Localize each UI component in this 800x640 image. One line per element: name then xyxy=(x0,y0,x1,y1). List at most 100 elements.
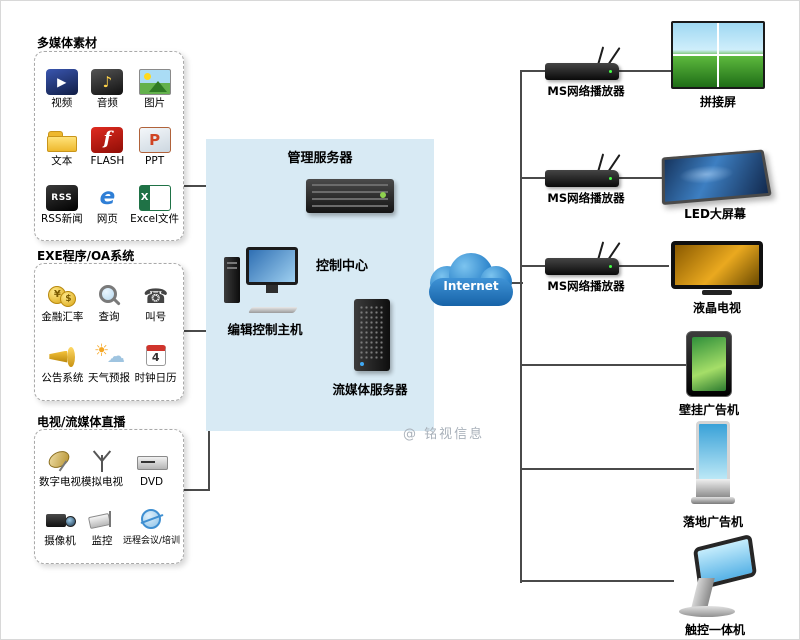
cctv-icon xyxy=(86,507,118,533)
item-dvd: DVD xyxy=(123,438,180,498)
announcement-megaphone-icon xyxy=(46,344,78,370)
video-wall-icon xyxy=(671,21,765,89)
desktop-tower xyxy=(224,257,240,303)
internet-label: Internet xyxy=(443,279,499,293)
item-label: FLASH xyxy=(90,155,125,167)
network-player-label: MS网络播放器 xyxy=(547,191,625,205)
rss-icon xyxy=(45,185,78,211)
device-label: 壁挂广告机 xyxy=(678,403,739,417)
device-wall-mounted-display: 壁挂广告机 xyxy=(669,331,749,418)
item-digital-tv: 数字电视 xyxy=(39,438,81,498)
item-label: 图片 xyxy=(144,97,166,109)
item-label: RSS新闻 xyxy=(40,213,83,225)
device-video-wall: 拼接屏 xyxy=(669,21,767,110)
network-player-icon xyxy=(541,44,631,80)
item-label: 监控 xyxy=(91,535,113,548)
item-label: 数字电视 xyxy=(39,475,81,488)
control-center-label: 控制中心 xyxy=(316,259,369,274)
item-label: 文本 xyxy=(51,155,73,167)
connector-line xyxy=(522,177,545,179)
flash-icon xyxy=(91,127,124,153)
connector-line xyxy=(522,468,694,470)
item-label: 摄像机 xyxy=(44,535,76,548)
item-label: 查询 xyxy=(98,310,120,323)
device-led-screen: LED大屏幕 xyxy=(659,147,772,222)
item-webpage: 网页 xyxy=(85,176,131,234)
connector-line xyxy=(182,185,206,187)
player-box xyxy=(545,63,619,80)
network-player-icon xyxy=(541,151,631,187)
item-label: PPT xyxy=(145,155,165,167)
item-label: 网页 xyxy=(96,213,118,225)
item-label: Excel文件 xyxy=(130,213,179,225)
weather-icon xyxy=(93,341,125,370)
watermark: @ 铭视信息 xyxy=(403,427,485,442)
player-box xyxy=(545,170,619,187)
item-label: 时钟日历 xyxy=(134,371,177,384)
device-label: 落地广告机 xyxy=(682,515,743,529)
item-video: 视频 xyxy=(39,60,85,118)
exe-oa-box: 金融汇率 查询 叫号 公告系统 天气预报 时钟日历 xyxy=(34,263,184,401)
audio-icon xyxy=(91,69,124,95)
connector-line xyxy=(182,330,206,332)
wall-mounted-display-icon xyxy=(686,331,732,397)
item-announcement-system: 公告系统 xyxy=(39,333,86,394)
kiosk-screen xyxy=(696,421,730,479)
tv-streaming-grid: 数字电视 模拟电视 DVD 摄像机 监控 远程会议/培训 xyxy=(39,438,180,558)
connector-line xyxy=(522,265,545,267)
desktop-keyboard xyxy=(247,307,299,313)
item-clock-calendar: 时钟日历 xyxy=(132,333,179,394)
connector-line xyxy=(522,364,687,366)
item-label: 公告系统 xyxy=(41,371,84,384)
network-player-label: MS网络播放器 xyxy=(547,279,625,293)
clock-calendar-icon xyxy=(140,344,172,370)
item-label: 模拟电视 xyxy=(81,475,123,488)
device-label: 拼接屏 xyxy=(699,95,736,109)
lcd-tv-icon xyxy=(671,241,763,295)
connector-line xyxy=(617,265,669,267)
picture-icon xyxy=(138,69,171,95)
antenna-icon xyxy=(86,448,118,474)
item-label: 视频 xyxy=(51,97,73,109)
item-finance-rates: 金融汇率 xyxy=(39,272,86,333)
device-touch-kiosk: 触控一体机 xyxy=(665,533,765,638)
item-excel: Excel文件 xyxy=(130,176,179,234)
kiosk-base xyxy=(679,606,735,617)
player-box xyxy=(545,258,619,275)
management-server-icon xyxy=(306,179,394,213)
edit-control-host-label: 编辑控制主机 xyxy=(227,322,303,337)
control-center-panel: 管理服务器 编辑控制主机 控制中心 流媒体服务器 xyxy=(206,139,434,431)
item-ppt: PPT xyxy=(130,118,179,176)
item-label: 远程会议/培训 xyxy=(123,536,181,547)
streaming-server-label: 流媒体服务器 xyxy=(332,382,408,397)
item-remote-conference: 远程会议/培训 xyxy=(123,498,180,558)
camcorder-icon xyxy=(44,507,76,533)
edit-control-host-icon xyxy=(224,247,304,313)
box-title-tv-streaming: 电视/流媒体直播 xyxy=(37,415,126,429)
management-server-label: 管理服务器 xyxy=(287,151,353,166)
dvd-player-icon xyxy=(136,448,168,474)
item-label: 叫号 xyxy=(145,310,167,323)
item-label: DVD xyxy=(139,475,164,488)
satellite-dish-icon xyxy=(44,448,76,474)
desktop-screen xyxy=(249,250,295,282)
item-picture: 图片 xyxy=(130,60,179,118)
connector-line xyxy=(182,489,210,491)
box-title-exe-oa: EXE程序/OA系统 xyxy=(37,249,135,263)
item-call-number: 叫号 xyxy=(132,272,179,333)
item-rss-news: RSS新闻 xyxy=(39,176,85,234)
network-player-label: MS网络播放器 xyxy=(547,84,625,98)
network-player-icon xyxy=(541,239,631,275)
web-browser-icon xyxy=(91,185,124,211)
item-surveillance: 监控 xyxy=(81,498,123,558)
device-label: LED大屏幕 xyxy=(684,207,746,221)
network-player-1: MS网络播放器 xyxy=(541,44,631,99)
item-label: 天气预报 xyxy=(87,371,130,384)
connector-line xyxy=(509,282,523,284)
kiosk-body xyxy=(696,479,730,497)
item-weather-forecast: 天气预报 xyxy=(86,333,133,394)
ppt-icon xyxy=(138,127,171,153)
text-folder-icon xyxy=(46,127,78,153)
item-text: 文本 xyxy=(39,118,85,176)
